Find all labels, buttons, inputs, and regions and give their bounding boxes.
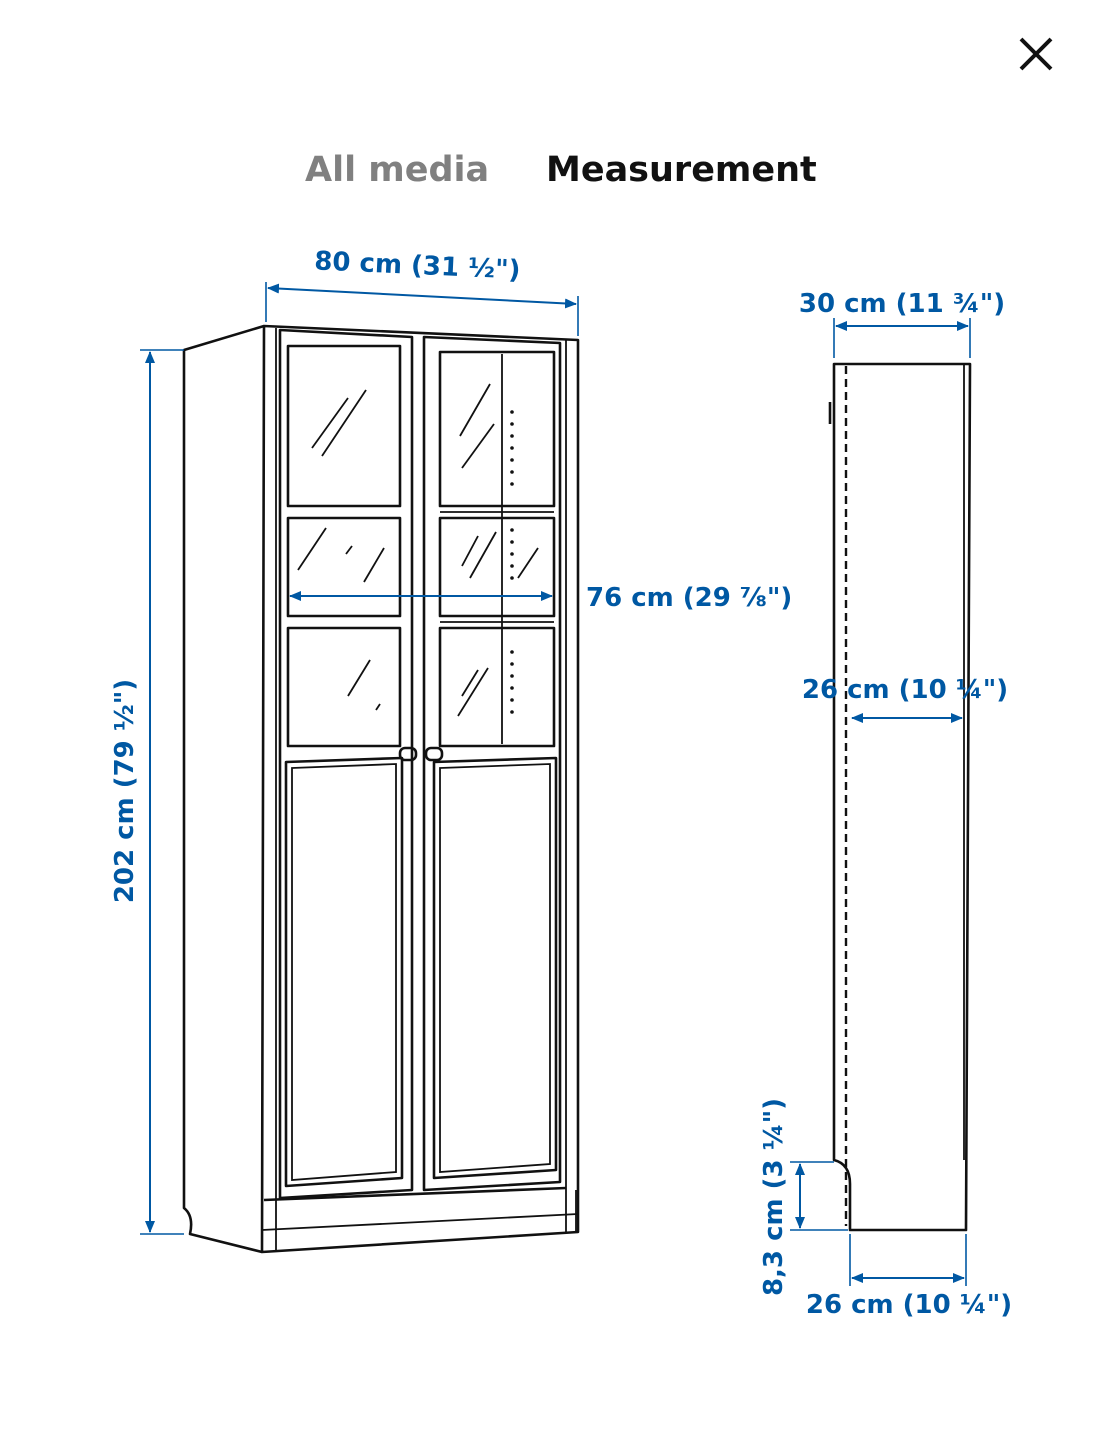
depth-label: 30 cm (11 ¾") — [799, 289, 1005, 319]
tab-all-media[interactable]: All media — [305, 150, 490, 190]
bookcase-side-view — [828, 362, 972, 1232]
dimension-lines — [140, 282, 971, 1286]
door-knobs — [398, 746, 444, 762]
plinth-height-label: 8,3 cm (3 ¼") — [759, 1098, 789, 1296]
height-label: 202 cm (79 ½") — [110, 679, 140, 903]
close-icon — [1019, 37, 1053, 71]
inner-depth-label: 26 cm (10 ¼") — [802, 675, 1008, 705]
base-depth-label: 26 cm (10 ¼") — [806, 1290, 1012, 1320]
tab-measurement[interactable]: Measurement — [546, 150, 817, 190]
bookcase-front-view — [182, 324, 580, 1254]
close-button[interactable] — [1008, 26, 1064, 82]
inner-width-label: 76 cm (29 ⅞") — [586, 583, 792, 613]
media-tabs: All media Measurement — [0, 142, 1112, 198]
width-label: 80 cm (31 ½") — [314, 246, 521, 285]
